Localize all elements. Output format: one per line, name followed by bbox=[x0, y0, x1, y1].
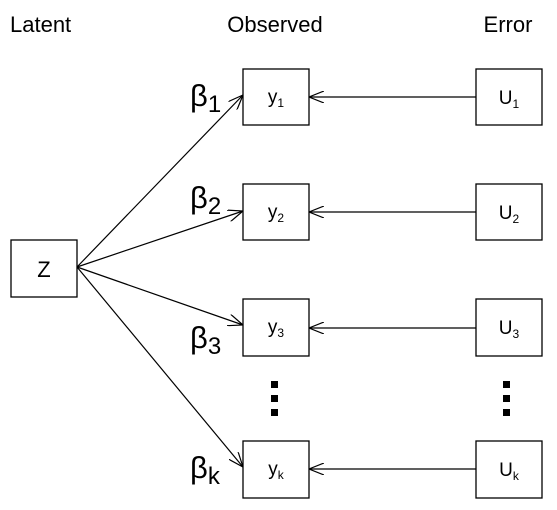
loading-beta-3: β3 bbox=[190, 320, 221, 360]
edge-z-to-y2 bbox=[76, 211, 243, 268]
node-y2-label: y2 bbox=[268, 202, 285, 225]
node-u1 bbox=[475, 68, 543, 126]
node-y3-label: y3 bbox=[268, 317, 285, 340]
node-y3 bbox=[242, 298, 310, 357]
node-u3 bbox=[475, 298, 543, 357]
ellipsis-observed bbox=[271, 381, 278, 416]
header-observed: Observed bbox=[227, 12, 322, 37]
edge-z-to-y3 bbox=[76, 266, 243, 325]
header-latent: Latent bbox=[10, 12, 71, 37]
node-uk-label: Uk bbox=[499, 460, 520, 483]
ellipsis-error bbox=[503, 381, 510, 416]
loading-beta-1: β1 bbox=[190, 78, 221, 118]
node-u1-label: U1 bbox=[499, 88, 520, 111]
edge-z-to-yk bbox=[76, 266, 243, 467]
node-y1-label: y1 bbox=[268, 87, 285, 110]
node-yk bbox=[242, 440, 310, 499]
header-error: Error bbox=[484, 12, 533, 37]
node-y2 bbox=[242, 183, 310, 241]
node-u2 bbox=[475, 183, 543, 241]
loading-beta-2: β2 bbox=[190, 180, 221, 220]
node-y1 bbox=[242, 68, 310, 126]
node-uk bbox=[475, 440, 543, 499]
node-z bbox=[10, 239, 78, 298]
node-u3-label: U3 bbox=[499, 318, 520, 341]
node-u2-label: U2 bbox=[499, 203, 520, 226]
edge-z-to-y1 bbox=[76, 95, 243, 268]
node-z-label: Z bbox=[37, 257, 50, 282]
loading-beta-k: βk bbox=[190, 450, 221, 490]
node-yk-label: yk bbox=[268, 459, 285, 482]
